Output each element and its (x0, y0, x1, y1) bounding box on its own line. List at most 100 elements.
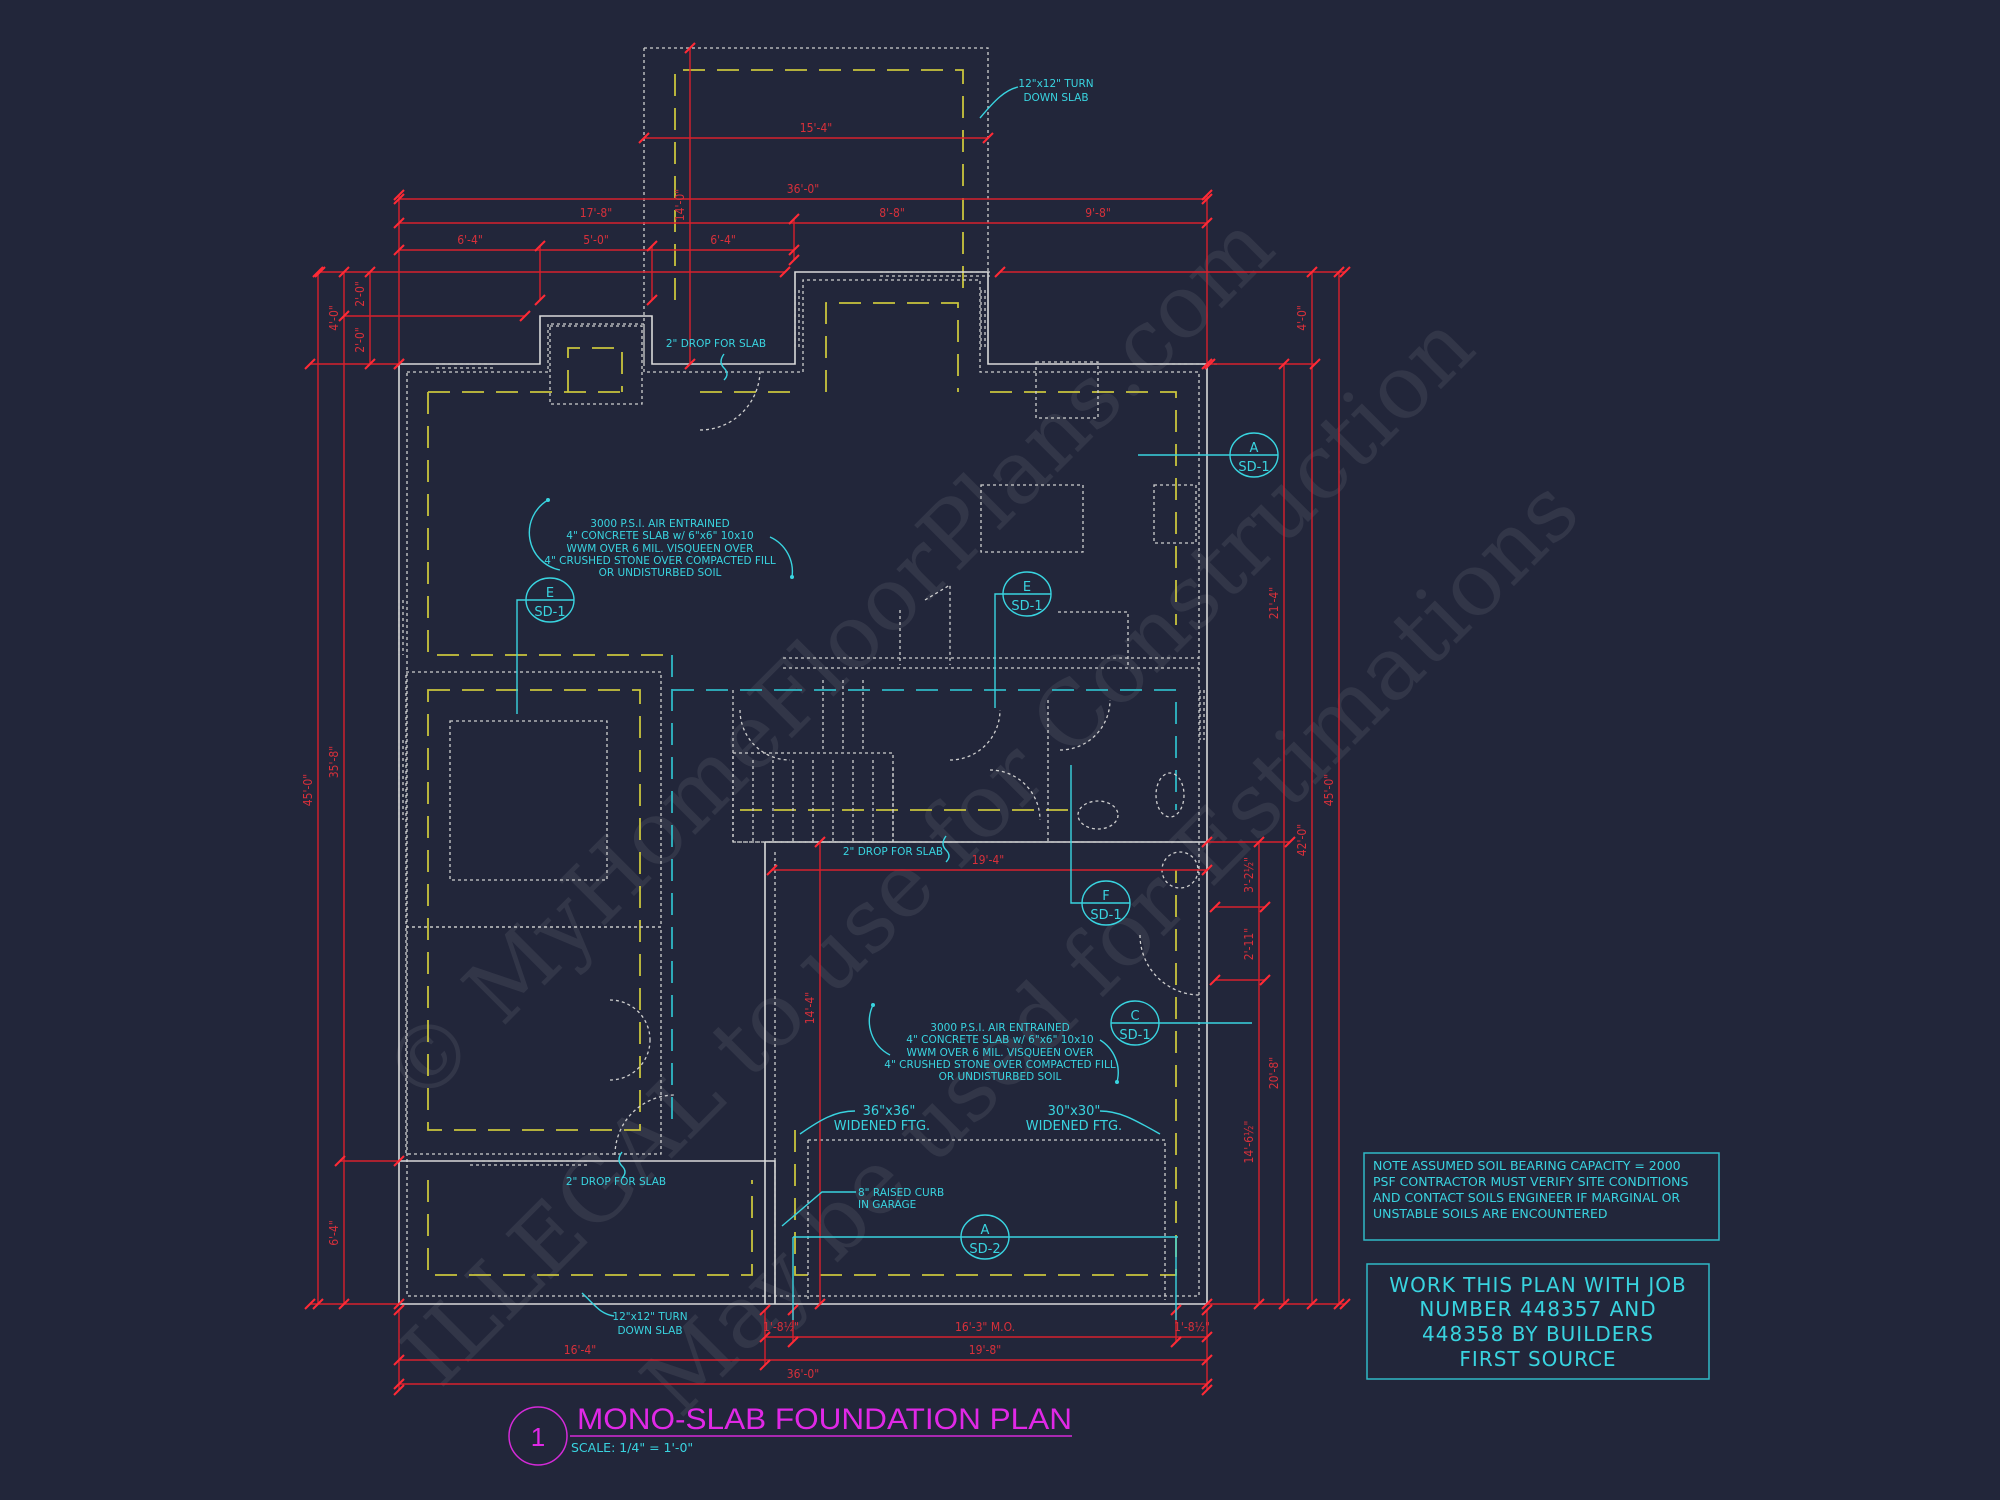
sink-cabinet (1035, 361, 1099, 419)
dimension-tick (534, 294, 546, 306)
turn-down-note-top: 12"x12" TURN DOWN SLAB (979, 78, 1094, 119)
dimension-tick (1333, 1298, 1345, 1310)
footing-bedrooms (427, 689, 641, 1131)
closet (449, 720, 608, 881)
widened-footing-30: 30"x30" WIDENED FTG. (1026, 1104, 1161, 1135)
dim-top-b: 8'-8" (879, 206, 905, 220)
dimension-tick (393, 189, 405, 201)
annotations: 3000 P.S.I. AIR ENTRAINED 4" CONCRETE SL… (528, 78, 1161, 1337)
dimension-tick (1306, 1298, 1318, 1310)
dimension-tick (312, 266, 324, 278)
dimension-tick (1259, 901, 1271, 913)
marker-sheet: SD-1 (1011, 599, 1042, 614)
note-line: 4" CRUSHED STONE OVER COMPACTED FILL (544, 555, 776, 567)
drop-slab-note-2: 2" DROP FOR SLAB (843, 846, 943, 858)
dimension-tick (393, 217, 405, 229)
note-line: AND CONTACT SOILS ENGINEER IF MARGINAL O… (1373, 1190, 1680, 1205)
dimension-tick (1201, 864, 1213, 876)
bedroom-2 (405, 926, 662, 1155)
dimension-tick (1209, 901, 1221, 913)
dim-bottom-b: 16'-3" M.O. (955, 1320, 1015, 1334)
dimension-tick (393, 1155, 405, 1167)
footing-lines (427, 69, 1177, 1276)
dimension-tick (1201, 189, 1213, 201)
widened-footing-36: 36"x36" WIDENED FTG. (799, 1104, 930, 1135)
dim-bottom-d: 16'-4" (564, 1343, 596, 1357)
dim-left-e: 6'-4" (327, 1220, 341, 1246)
walls (398, 47, 1220, 1305)
dimension-tick (338, 266, 350, 278)
note-line: WIDENED FTG. (834, 1119, 930, 1134)
dimension-tick (759, 1304, 771, 1316)
slab-spec-note-main: 3000 P.S.I. AIR ENTRAINED 4" CONCRETE SL… (528, 498, 794, 579)
note-line: UNSTABLE SOILS ARE ENCOUNTERED (1373, 1206, 1608, 1221)
dimension-tick (684, 42, 696, 54)
dim-right-b: 21'-4" (1267, 587, 1281, 619)
dimension-tick (364, 266, 376, 278)
drop-slab-symbol-2 (942, 835, 950, 863)
note-line: 30"x30" (1048, 1104, 1101, 1119)
drop-slab-symbol-3 (618, 1151, 626, 1179)
dimension-tick (638, 132, 650, 144)
drop-slab-note-3: 2" DROP FOR SLAB (566, 1176, 666, 1188)
dim-left-d: 2'-0" (353, 327, 367, 353)
marker-sheet: SD-1 (534, 605, 565, 620)
footing-great-room (427, 391, 1177, 656)
dim-top-overall: 36'-0" (787, 182, 819, 196)
dimension-tick (1278, 1298, 1290, 1310)
dimension-tick (1201, 358, 1213, 370)
note-line: OR UNDISTURBED SOIL (939, 1071, 1062, 1083)
dimension-tick (1284, 836, 1296, 848)
section-marker-a-sd2: A SD-2 (792, 1214, 1178, 1320)
dimension-tick (788, 254, 800, 266)
dim-right-c: 42'-0" (1295, 824, 1309, 856)
slab-spec-note-garage: 3000 P.S.I. AIR ENTRAINED 4" CONCRETE SL… (868, 1003, 1119, 1084)
footing-garage (740, 809, 1177, 1276)
turn-down-note-bottom: 12"x12" TURN DOWN SLAB (581, 1292, 688, 1337)
dimension-tick (1253, 1298, 1265, 1310)
dimension-tick (1209, 974, 1221, 986)
dim-right-a: 4'-0" (1295, 305, 1309, 331)
dim-top-f: 6'-4" (710, 233, 736, 247)
footing-fireplace (567, 347, 623, 392)
dimension-tick (1201, 836, 1213, 848)
dim-left-b: 4'-0" (327, 305, 341, 331)
door-swings (609, 369, 1201, 1156)
note-line: 8" RAISED CURB (858, 1187, 944, 1199)
dimension-tick (334, 1155, 346, 1167)
dimension-tick (314, 266, 326, 278)
drop-slab-symbol-1 (720, 353, 728, 381)
dimension-tick (766, 864, 778, 876)
section-marker-f-sd1: F SD-1 (1070, 765, 1131, 926)
drawing-title: 1 MONO-SLAB FOUNDATION PLAN SCALE: 1/4" … (508, 1403, 1072, 1466)
note-line: DOWN SLAB (617, 1325, 682, 1337)
marker-letter: A (981, 1223, 990, 1238)
note-line: 4" CRUSHED STONE OVER COMPACTED FILL (884, 1059, 1116, 1071)
dimension-tick (393, 1378, 405, 1390)
dim-left-c: 2'-0" (353, 281, 367, 307)
note-line: NOTE ASSUMED SOIL BEARING CAPACITY = 200… (1373, 1158, 1681, 1173)
dim-bottom-overall: 36'-0" (787, 1367, 819, 1381)
dimension-tick (393, 358, 405, 370)
dimension-tick (994, 266, 1006, 278)
drop-slab-note-1: 2" DROP FOR SLAB (666, 338, 766, 350)
dim-top-d: 6'-4" (457, 233, 483, 247)
dim-right-f: 3'-2½" (1242, 857, 1256, 893)
dimension-tick (788, 244, 800, 256)
dim-top-e: 5'-0" (583, 233, 609, 247)
note-line: OR UNDISTURBED SOIL (599, 567, 722, 579)
dimension-tick (1201, 193, 1213, 205)
dimension-tick (364, 358, 376, 370)
dimension-ticks (304, 42, 1351, 1396)
job-number-note: WORK THIS PLAN WITH JOB NUMBER 448357 AN… (1366, 1263, 1710, 1380)
marker-sheet: SD-1 (1119, 1028, 1150, 1043)
dimension-tick (779, 266, 791, 278)
kitchen-island (980, 484, 1084, 553)
marker-sheet: SD-2 (969, 1242, 1000, 1257)
note-line: WORK THIS PLAN WITH JOB (1389, 1273, 1686, 1297)
dimension-tick (393, 1298, 405, 1310)
dim-garage-depth: 14'-4" (803, 992, 817, 1024)
section-marker-c-sd1: C SD-1 (1110, 1000, 1252, 1046)
dimension-tick (1201, 1354, 1213, 1366)
dimension-labels: 36'-0" 17'-8" 8'-8" 9'-8" 6'-4" 5'-0" 6'… (301, 121, 1336, 1381)
